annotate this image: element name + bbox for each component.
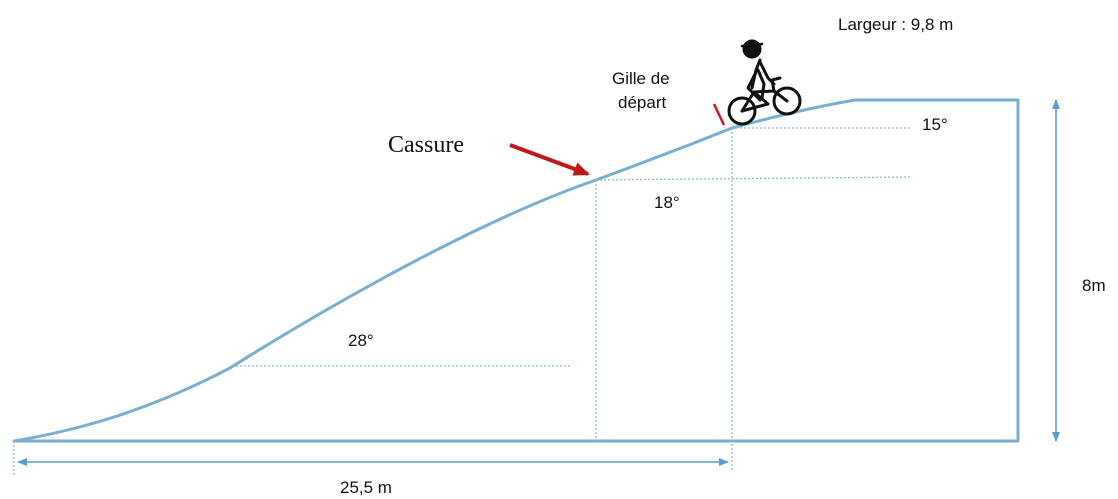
break-arrow	[509, 143, 590, 176]
start-gate-label-line1: Gille de	[612, 69, 670, 88]
height-label: 8m	[1082, 276, 1106, 295]
ramp-outline	[12, 98, 1020, 443]
dimensions	[17, 99, 1060, 466]
angle-mid-baseline	[595, 176, 911, 181]
bmx-rider-icon	[727, 39, 802, 126]
labels: Largeur : 9,8 m Gille de départ Cassure …	[340, 15, 1106, 497]
length-label: 25,5 m	[340, 478, 392, 497]
construction-lines	[13, 127, 911, 476]
start-gate-label-line2: départ	[618, 93, 666, 112]
angle-low-label: 28°	[348, 331, 374, 350]
angle-mid-label: 18°	[654, 193, 680, 212]
angle-top-label: 15°	[922, 115, 948, 134]
break-label: Cassure	[388, 132, 464, 158]
start-gate-icon	[712, 103, 726, 126]
width-label: Largeur : 9,8 m	[838, 15, 953, 34]
ramp-profile	[12, 98, 1020, 443]
